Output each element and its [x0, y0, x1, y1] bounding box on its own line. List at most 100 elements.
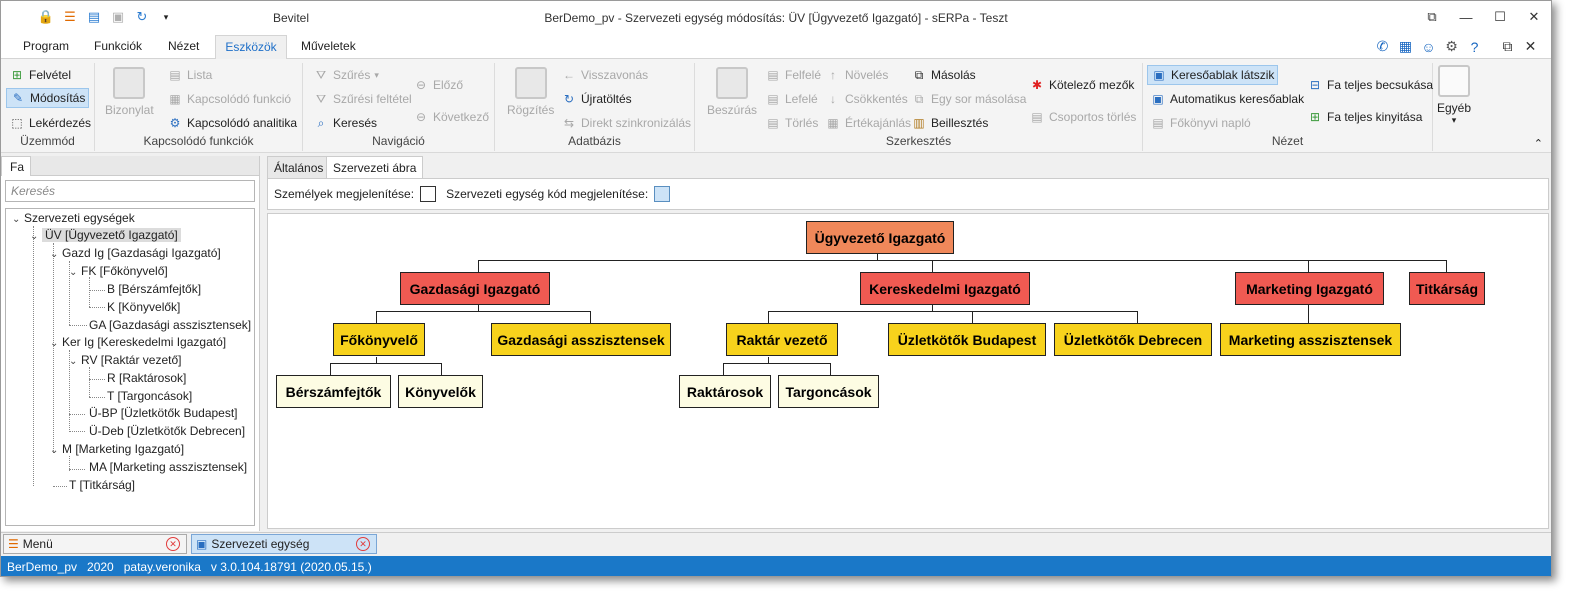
org-node-berszamfejtok[interactable]: Bérszámfejtők	[276, 375, 391, 408]
grid-icon[interactable]: ▦	[1398, 38, 1413, 54]
chevron-down-icon[interactable]: ⌄	[50, 338, 59, 349]
noveles-button[interactable]: ↑Növelés	[825, 65, 888, 85]
code-checkbox[interactable]	[654, 186, 671, 202]
org-node-raktarosok[interactable]: Raktárosok	[679, 375, 771, 408]
tree-node[interactable]: GA [Gazdasági asszisztensek]	[89, 318, 252, 332]
bizonylat-button[interactable]: Bizonylat	[105, 67, 154, 117]
tree-node[interactable]: T [Titkárság]	[69, 478, 136, 492]
tab-muveletek[interactable]: Műveletek	[301, 39, 356, 53]
phone-icon[interactable]: ✆	[1376, 38, 1389, 54]
modositas-button[interactable]: ✎Módosítás	[6, 88, 90, 108]
chevron-down-icon[interactable]: ⌄	[12, 214, 21, 225]
tree-node[interactable]: B [Bérszámfejtők]	[107, 282, 202, 296]
org-node-uzletkotok-debrecen[interactable]: Üzletkötők Debrecen	[1054, 323, 1212, 356]
tree-node[interactable]: R [Raktárosok]	[107, 371, 187, 385]
org-node-raktar-vezeto[interactable]: Raktár vezető	[726, 323, 838, 356]
org-node-fokonyvelo[interactable]: Főkönyvelő	[333, 323, 425, 356]
direkt-szinkronizalas-button[interactable]: ⇆Direkt szinkronizálás	[561, 113, 691, 133]
kapcsolodo-analitika-button[interactable]: ⚙Kapcsolódó analitika	[167, 113, 297, 133]
tree-node[interactable]: K [Könyvelők]	[107, 300, 181, 314]
fa-teljes-becsukasa-button[interactable]: ⊟Fa teljes becsukása	[1307, 75, 1433, 95]
org-node-gazdasagi[interactable]: Gazdasági Igazgató	[400, 272, 550, 305]
save-icon[interactable]: ▣	[111, 9, 125, 24]
org-node-targoncasok[interactable]: Targoncások	[778, 375, 879, 408]
fokonyvi-naplo-button[interactable]: ▤Főkönyvi napló	[1150, 113, 1250, 133]
visszavonas-button[interactable]: ←Visszavonás	[563, 68, 649, 82]
kovetkezo-button[interactable]: ⊖Következő	[413, 107, 489, 127]
edit-document-icon[interactable]: ▤	[87, 9, 101, 24]
chevron-down-icon[interactable]: ⌄	[50, 445, 59, 456]
tree-node[interactable]: MA [Marketing asszisztensek]	[89, 460, 248, 474]
tree-node[interactable]: ⌄Ker Ig [Kereskedelmi Igazgató]	[50, 334, 226, 351]
ertekajanlas-button[interactable]: ▦Értékajánlás	[825, 113, 911, 133]
tree-node[interactable]: Ü-Deb [Üzletkötők Debrecen]	[89, 424, 246, 438]
maximize-button[interactable]: ☐	[1494, 9, 1506, 24]
keresoablak-latszik-button[interactable]: ▣Keresőablak látszik	[1147, 65, 1279, 85]
beszuras-button[interactable]: Beszúrás	[707, 67, 757, 117]
user-icon[interactable]: ☺	[1421, 38, 1436, 55]
egyeb-button[interactable]: Egyéb▾	[1437, 65, 1471, 126]
lefele-button[interactable]: ▤Lefelé	[765, 89, 817, 109]
tree-node[interactable]: Ü-BP [Üzletkötők Budapest]	[89, 406, 238, 420]
refresh-icon[interactable]: ↻	[136, 9, 148, 24]
restore-icon[interactable]: ⧉	[1502, 38, 1513, 54]
tab-program[interactable]: Program	[23, 39, 70, 53]
help-icon[interactable]: ?	[1470, 38, 1479, 55]
org-node-uzletkotok-budapest[interactable]: Üzletkötők Budapest	[888, 323, 1046, 356]
tree-node-selected[interactable]: ⌄ÜV [Ügyvezető Igazgató]	[30, 227, 181, 244]
chevron-down-icon[interactable]: ⌄	[69, 356, 78, 367]
tree-node[interactable]: T [Targoncások]	[107, 389, 193, 403]
csokkentes-button[interactable]: ↓Csökkentés	[825, 89, 908, 109]
org-node-marketing-asszisztensek[interactable]: Marketing asszisztensek	[1220, 323, 1401, 356]
felvetel-button[interactable]: ⊞Felvétel	[9, 65, 71, 85]
egy-sor-masolasa-button[interactable]: ⧉Egy sor másolása	[911, 89, 1027, 109]
felfele-button[interactable]: ▤Felfelé	[765, 65, 821, 85]
close-tab-icon[interactable]: ✕	[356, 537, 370, 551]
tree-node[interactable]: ⌄FK [Főkönyvelő]	[69, 263, 168, 280]
tree-list-icon[interactable]: ☰	[64, 9, 76, 24]
szuresi-feltetel-button[interactable]: ⛛Szűrési feltétel	[313, 89, 412, 109]
chevron-down-icon[interactable]: ⌄	[69, 267, 78, 278]
close-tab-icon[interactable]: ✕	[166, 537, 180, 551]
tab-funkciok[interactable]: Funkciók	[94, 39, 143, 53]
org-node-konyvelok[interactable]: Könyvelők	[398, 375, 483, 408]
persons-checkbox[interactable]	[420, 186, 437, 202]
automatikus-keresoablak-button[interactable]: ▣Automatikus keresőablak	[1150, 89, 1304, 109]
ujratoltes-button[interactable]: ↻Újratöltés	[561, 89, 632, 109]
tab-altalanos[interactable]: Általános	[267, 156, 331, 178]
tab-nezet[interactable]: Nézet	[168, 39, 200, 53]
org-node-gazdasagi-asszisztensek[interactable]: Gazdasági asszisztensek	[491, 323, 671, 356]
tree-node[interactable]: ⌄Gazd Ig [Gazdasági Igazgató]	[50, 245, 221, 262]
masolas-button[interactable]: ⧉Másolás	[911, 65, 976, 85]
tree-search-input[interactable]: Keresés	[5, 180, 255, 202]
restore-layout-icon[interactable]: ⧉	[1427, 9, 1437, 24]
tab-eszkozok[interactable]: Eszközök	[215, 35, 287, 60]
rogzites-button[interactable]: Rögzítés	[507, 67, 554, 117]
csoportos-torles-button[interactable]: ▤Csoportos törlés	[1029, 107, 1136, 127]
fa-teljes-kinyitasa-button[interactable]: ⊞Fa teljes kinyitása	[1307, 107, 1422, 127]
tree-node[interactable]: ⌄Szervezeti egységek	[12, 210, 135, 227]
chevron-down-icon[interactable]: ⌄	[30, 231, 39, 242]
tab-szervezeti-abra[interactable]: Szervezeti ábra	[326, 156, 424, 178]
lock-icon[interactable]: 🔒	[37, 9, 55, 24]
collapse-ribbon-icon[interactable]: ⌃	[1533, 138, 1543, 150]
torles-button[interactable]: ▤Törlés	[765, 113, 818, 133]
org-node-kereskedelmi[interactable]: Kereskedelmi Igazgató	[860, 272, 1030, 305]
tree-node[interactable]: ⌄M [Marketing Igazgató]	[50, 441, 184, 458]
beillesztes-button[interactable]: ▥Beillesztés	[911, 113, 988, 133]
szures-button[interactable]: ⛛Szűrés▾	[313, 65, 379, 85]
org-node-root[interactable]: Ügyvezető Igazgató	[806, 221, 954, 254]
lista-button[interactable]: ▤Lista	[167, 65, 212, 85]
minimize-button[interactable]: —	[1459, 9, 1473, 25]
gear-icon[interactable]: ⚙	[1445, 38, 1458, 54]
close-button[interactable]: ✕	[1528, 9, 1540, 24]
doc-tab-szervezeti-egyseg[interactable]: ▣ Szervezeti egység ✕	[191, 534, 377, 554]
tree-node[interactable]: ⌄RV [Raktár vezető]	[69, 352, 182, 369]
kotelezo-mezok-button[interactable]: ✱Kötelező mezők	[1029, 75, 1134, 95]
chevron-down-icon[interactable]: ⌄	[50, 249, 59, 260]
lekerdezes-button[interactable]: ⬚Lekérdezés	[9, 113, 91, 133]
org-node-marketing[interactable]: Marketing Igazgató	[1235, 272, 1384, 305]
qat-dropdown-icon[interactable]: ▾	[163, 11, 169, 22]
org-node-titkarsag[interactable]: Titkárság	[1409, 272, 1485, 305]
kereses-button[interactable]: ⌕Keresés	[313, 113, 377, 133]
